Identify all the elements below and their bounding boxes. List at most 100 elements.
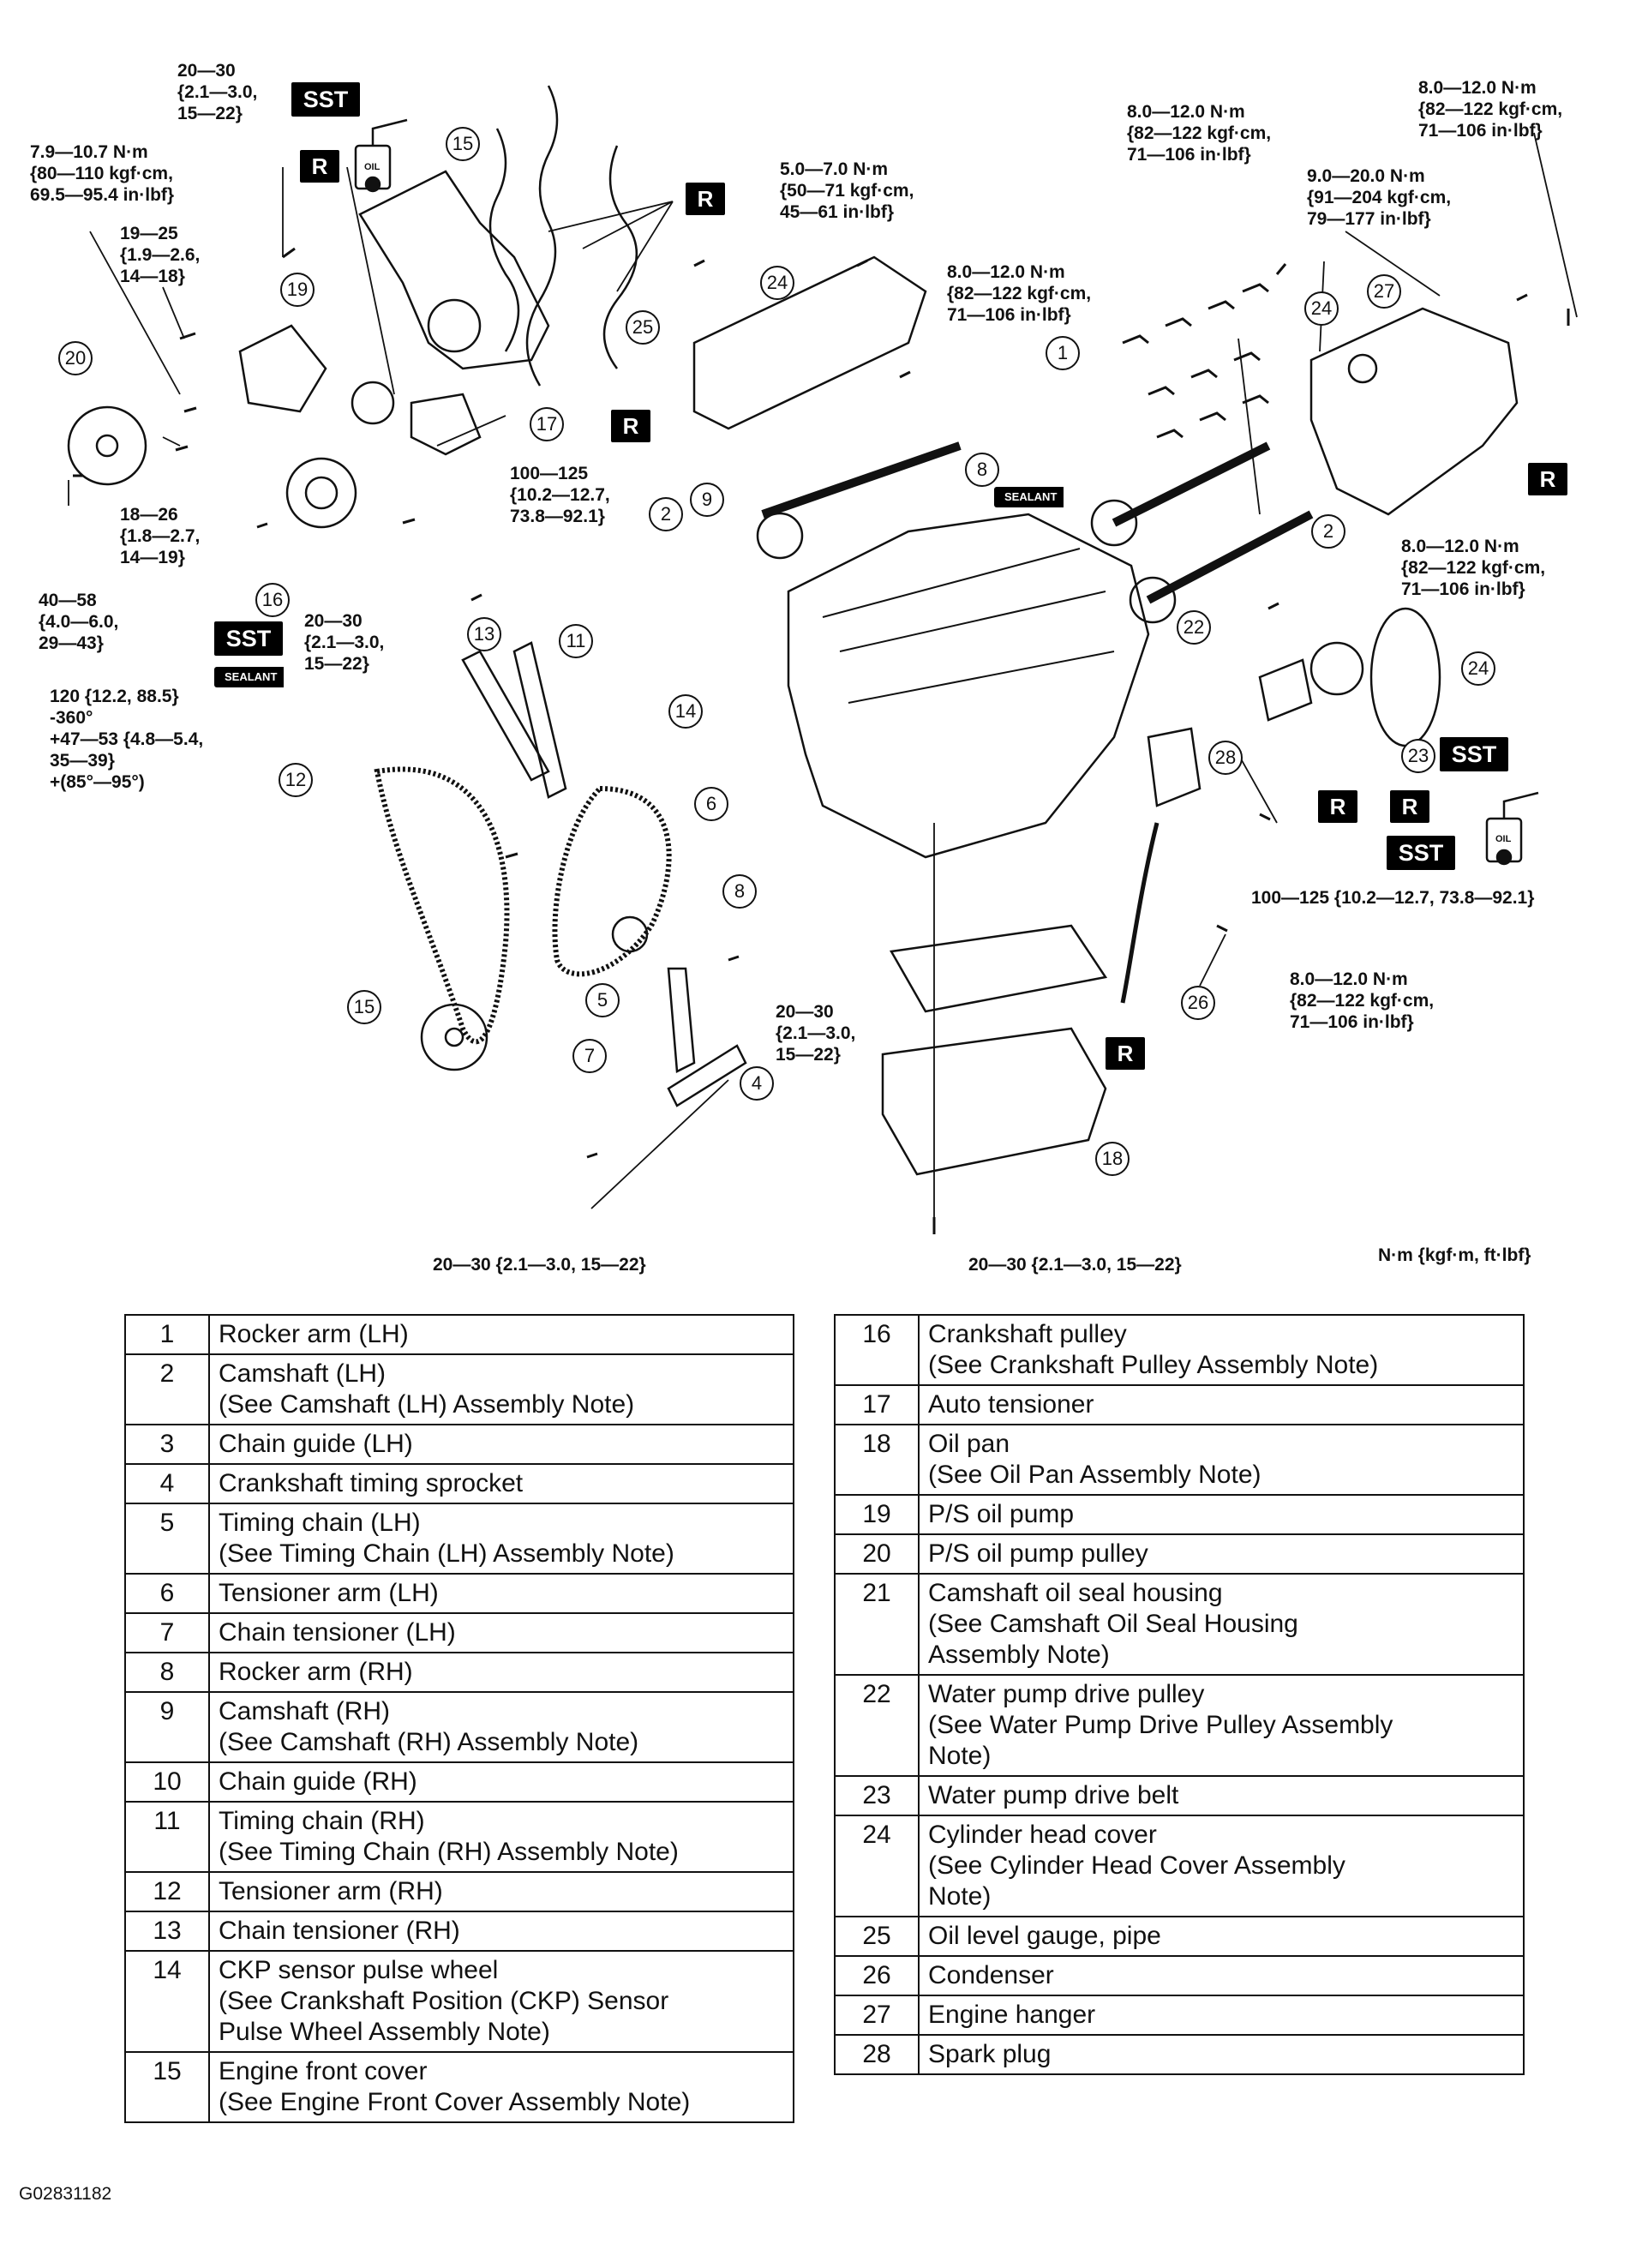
torque-line: 71—106 in·lbf}	[1401, 579, 1525, 599]
cam-sprocket-lh1	[1090, 499, 1138, 547]
part-description-line: P/S oil pump	[928, 1500, 1075, 1528]
torque-line: 15—22}	[304, 654, 369, 674]
part-description-line: (See Camshaft (LH) Assembly Note)	[219, 1390, 635, 1419]
torque-8-12-e: 8.0—12.0 N·m{82—122 kgf·cm,71—106 in·lbf…	[1290, 969, 1434, 1033]
part-description-line: Assembly Note)	[928, 1641, 1110, 1669]
part-number: 5	[124, 1503, 210, 1575]
callout-23: 24	[1461, 651, 1495, 686]
part-number: 17	[834, 1384, 920, 1425]
torque-line: 9.0—20.0 N·m	[1307, 166, 1425, 186]
callout-2: 2	[1311, 514, 1345, 549]
part-description-line: Crankshaft pulley	[928, 1320, 1127, 1348]
part-description-line: (See Water Pump Drive Pulley Assembly	[928, 1711, 1393, 1739]
callout-24: 24	[760, 266, 794, 300]
part-number: 1	[124, 1314, 210, 1355]
callout-2: 2	[649, 497, 683, 531]
part-description-line: Chain tensioner (LH)	[219, 1618, 456, 1647]
torque-line: 71—106 in·lbf}	[947, 305, 1071, 325]
sealant-badge: SEALANT	[214, 667, 285, 687]
part-number: 2	[124, 1353, 210, 1425]
part-description-line: (See Timing Chain (LH) Assembly Note)	[219, 1539, 674, 1568]
part-description: Chain tensioner (RH)	[208, 1911, 794, 1952]
sst-badge-right: SST	[1440, 737, 1508, 771]
replace-badge: R	[1318, 790, 1357, 823]
ckp-pulse-wheel	[420, 1003, 488, 1071]
callout-21: 22	[1177, 610, 1211, 645]
torque-line: 71—106 in·lbf}	[1290, 1012, 1414, 1032]
part-description-line: Oil pan	[928, 1430, 1010, 1458]
callout-13: 14	[668, 694, 703, 729]
torque-line: 15—22}	[776, 1045, 841, 1065]
part-description: Rocker arm (RH)	[208, 1652, 794, 1693]
callout-20: 20	[58, 341, 93, 375]
torque-9-20: 9.0—20.0 N·m{91—204 kgf·cm,79—177 in·lbf…	[1307, 165, 1451, 230]
bolts	[73, 247, 1570, 1234]
part-description-line: Cylinder head cover	[928, 1821, 1157, 1849]
water-pump-belt	[1369, 607, 1441, 747]
camshaft-rh	[761, 441, 962, 519]
part-number: 25	[834, 1916, 920, 1957]
torque-line: 8.0—12.0 N·m	[947, 262, 1065, 282]
torque-line: {50—71 kgf·cm,	[780, 181, 914, 201]
torque-line: 71—106 in·lbf}	[1418, 121, 1543, 141]
part-description: Chain guide (LH)	[208, 1424, 794, 1465]
torque-100-125-left: 100—125{10.2—12.7,73.8—92.1}	[510, 463, 610, 527]
part-description: Engine front cover(See Engine Front Cove…	[208, 2051, 794, 2123]
ps-pump-pulley	[67, 405, 147, 486]
torque-line: {4.0—6.0,	[39, 612, 119, 632]
torque-18-26: 18—26{1.8—2.7,14—19}	[120, 504, 200, 568]
torque-line: 8.0—12.0 N·m	[1290, 969, 1408, 989]
figure-id: G02831182	[19, 2184, 112, 2204]
torque-20-30-mid: 20—30{2.1—3.0,15—22}	[304, 610, 384, 675]
torque-line: {2.1—3.0,	[776, 1023, 856, 1043]
torque-line: 20—30	[304, 611, 363, 631]
torque-120: 120 {12.2, 88.5}-360°+47—53 {4.8—5.4,35—…	[50, 686, 203, 793]
oil-label: OIL	[364, 162, 381, 172]
torque-line: 35—39}	[50, 751, 115, 771]
replace-badge: R	[1106, 1037, 1145, 1070]
units-caption: N·m {kgf·m, ft·lbf}	[1378, 1245, 1531, 1265]
part-number: 26	[834, 1955, 920, 1996]
replace-badge: R	[1390, 790, 1429, 823]
part-number: 11	[124, 1801, 210, 1873]
rocker-arms-lh	[1122, 283, 1269, 439]
part-description: Water pump drive belt	[918, 1775, 1525, 1816]
part-description-line: Engine front cover	[219, 2057, 428, 2085]
part-description: Rocker arm (LH)	[208, 1314, 794, 1355]
torque-line: 19—25	[120, 224, 178, 243]
callout-26: 25	[626, 310, 660, 345]
part-description: CKP sensor pulse wheel(See Crankshaft Po…	[208, 1950, 794, 2053]
callout-17: 17	[530, 407, 564, 441]
part-description-line: Camshaft (LH)	[219, 1359, 387, 1388]
part-description: Oil pan(See Oil Pan Assembly Note)	[918, 1424, 1525, 1496]
callout-6: 7	[572, 1039, 607, 1073]
gasket-wavy-1	[525, 85, 559, 387]
part-description-line: Timing chain (LH)	[219, 1509, 421, 1537]
torque-line: 69.5—95.4 in·lbf}	[30, 185, 175, 205]
torque-40-58: 40—58{4.0—6.0,29—43}	[39, 590, 118, 654]
torque-line: 14—18}	[120, 267, 185, 286]
torque-line: {1.8—2.7,	[120, 526, 201, 546]
part-description: Timing chain (LH)(See Timing Chain (LH) …	[208, 1503, 794, 1575]
part-number: 8	[124, 1652, 210, 1693]
callout-4: 5	[585, 983, 620, 1017]
torque-5-7: 5.0—7.0 N·m{50—71 kgf·cm,45—61 in·lbf}	[780, 159, 914, 223]
cam-sprocket-rh	[756, 512, 804, 560]
torque-line: 7.9—10.7 N·m	[30, 142, 148, 162]
part-number: 28	[834, 2034, 920, 2075]
torque-19-25: 19—25{1.9—2.6,14—18}	[120, 223, 200, 287]
